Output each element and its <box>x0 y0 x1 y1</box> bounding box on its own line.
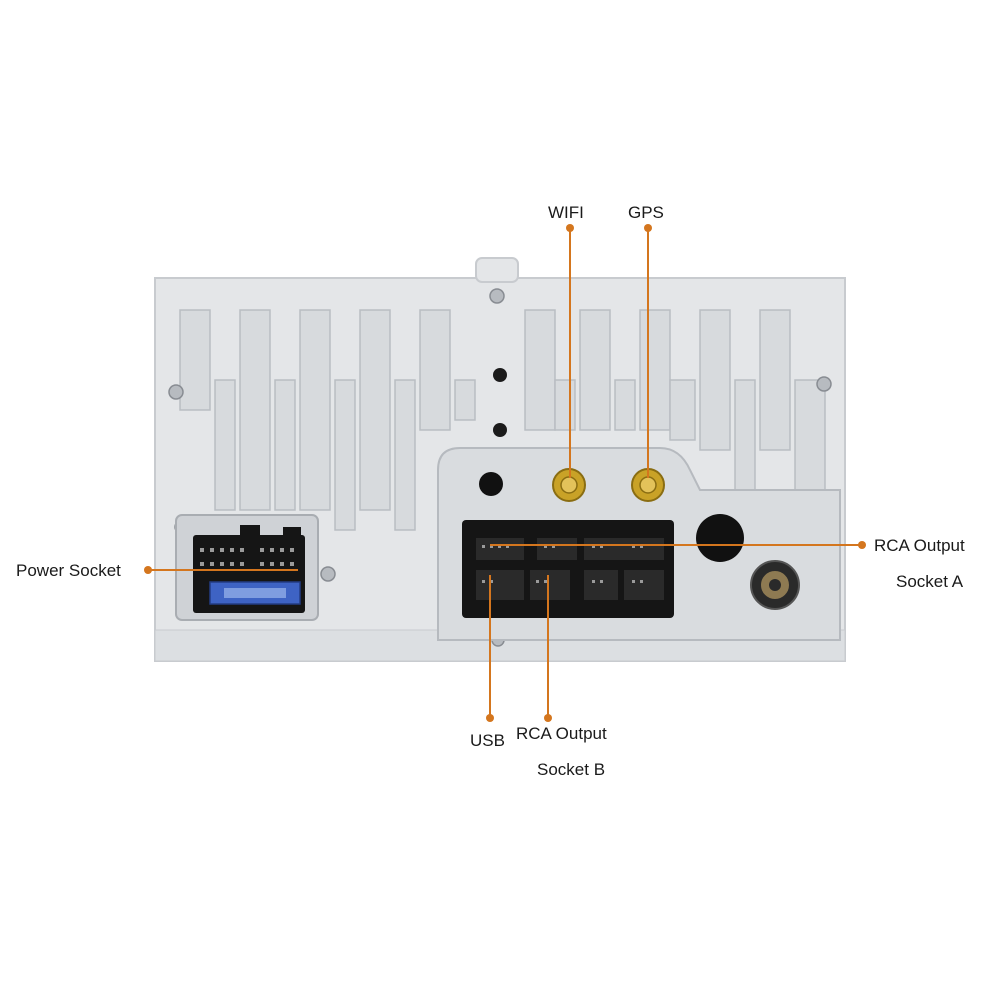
panel-holes <box>479 472 744 562</box>
callout-dot-wifi <box>566 224 574 232</box>
label-wifi: WIFI <box>548 203 584 222</box>
label-rca-output-b-line1: RCA Output <box>516 724 607 743</box>
vent-holes <box>493 368 507 437</box>
label-rca-output-b-line2: Socket B <box>537 760 606 779</box>
power-socket-connector <box>175 514 319 621</box>
screw-icon <box>489 288 505 304</box>
heat-sink-fins-left <box>179 309 476 531</box>
screw-icon <box>816 376 832 392</box>
screw-icon <box>320 566 336 582</box>
heat-sink-fins-right <box>524 309 826 501</box>
label-power-socket: Power Socket <box>16 561 121 580</box>
rca-usb-connector-block <box>462 520 674 618</box>
callout-dot-gps <box>644 224 652 232</box>
screw-icon <box>168 384 184 400</box>
round-socket <box>750 560 800 610</box>
callout-dot-rca-output-b <box>544 714 552 722</box>
callout-dot-usb <box>486 714 494 722</box>
label-usb: USB <box>470 731 505 750</box>
label-gps: GPS <box>628 203 664 222</box>
callout-dot-rca-output-a <box>858 541 866 549</box>
label-rca-output-a-line1: RCA Output <box>874 536 965 555</box>
callout-dot-power-socket <box>144 566 152 574</box>
label-rca-output-a-line2: Socket A <box>896 572 964 591</box>
callout-lines <box>144 224 866 722</box>
